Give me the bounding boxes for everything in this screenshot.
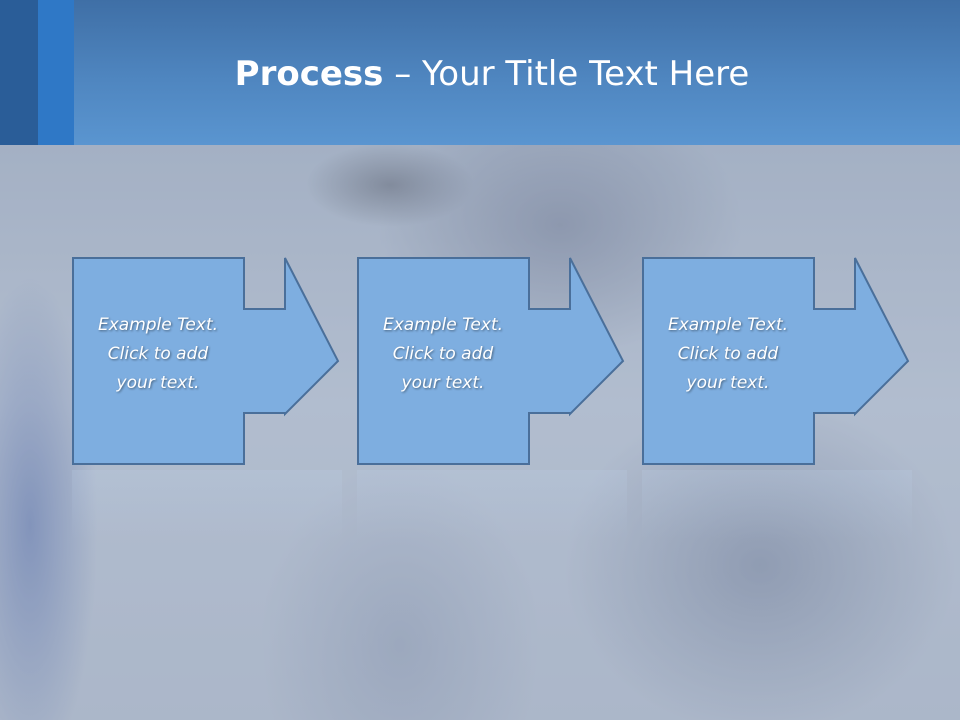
step-text-line: your text. xyxy=(686,373,770,393)
step-text-line: Click to add xyxy=(677,344,779,364)
arrow-box-outline xyxy=(642,257,910,465)
step-text-line: Example Text. xyxy=(97,315,219,335)
accent-strip-dark xyxy=(0,0,38,145)
step-text[interactable]: Example Text. Click to add your text. xyxy=(72,311,244,398)
step-text[interactable]: Example Text. Click to add your text. xyxy=(357,311,529,398)
step-text-line: Example Text. xyxy=(382,315,504,335)
step-text[interactable]: Example Text. Click to add your text. xyxy=(642,311,814,398)
process-step-2[interactable]: Example Text. Click to add your text. xyxy=(357,257,627,467)
title-rest: Your Title Text Here xyxy=(422,54,750,94)
accent-strip-light xyxy=(38,0,74,145)
title-bold: Process xyxy=(234,54,384,94)
arrow-box-shape xyxy=(72,257,340,465)
arrow-box-shape xyxy=(642,257,910,465)
step-text-line: your text. xyxy=(401,373,485,393)
arrow-box-outline xyxy=(357,257,625,465)
title-bar xyxy=(0,0,960,145)
step-3-reflection xyxy=(642,470,912,540)
step-text-line: your text. xyxy=(116,373,200,393)
arrow-box-outline xyxy=(72,257,340,465)
step-text-line: Click to add xyxy=(107,344,209,364)
title-separator: – xyxy=(383,54,423,94)
step-1-reflection xyxy=(72,470,342,540)
step-text-line: Example Text. xyxy=(667,315,789,335)
step-2-reflection xyxy=(357,470,627,540)
step-text-line: Click to add xyxy=(392,344,494,364)
slide-title[interactable]: Process – Your Title Text Here xyxy=(0,52,960,96)
arrow-box-shape xyxy=(357,257,625,465)
process-step-1[interactable]: Example Text. Click to add your text. xyxy=(72,257,342,467)
process-step-3[interactable]: Example Text. Click to add your text. xyxy=(642,257,912,467)
